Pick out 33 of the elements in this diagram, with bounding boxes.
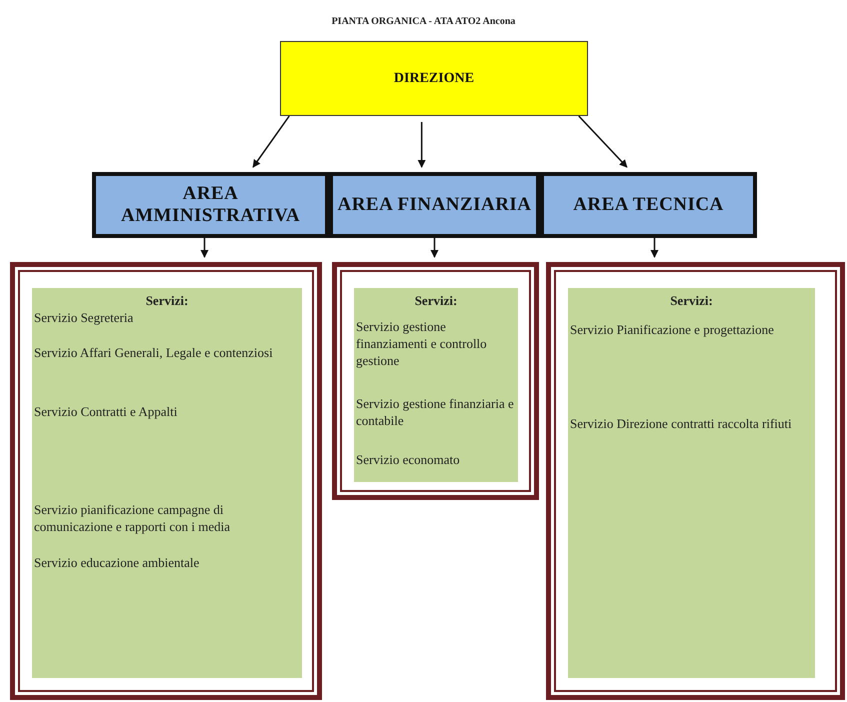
service-text: Servizio pianificazione campagne di comunicazione e rapporti con i media <box>34 501 232 535</box>
service-text: Servizio gestione finanziamenti e controllo gestione <box>356 318 488 369</box>
arrow <box>252 116 290 168</box>
service-text: Servizio Segreteria <box>34 309 134 326</box>
panel-heading: Servizi: <box>144 292 190 309</box>
area-box <box>92 172 329 238</box>
panel-heading: Servizi: <box>414 292 458 309</box>
service-text: Servizio Contratti e Appalti <box>34 403 178 420</box>
service-text: Servizio gestione finanziaria e contabile <box>356 395 515 429</box>
arrow <box>430 238 438 258</box>
service-text: Servizio Affari Generali, Legale e contenziosi <box>34 344 274 361</box>
arrow <box>200 238 208 258</box>
chart-title: PIANTA ORGANICA - ATA ATO2 Ancona <box>330 15 516 29</box>
arrow <box>650 238 658 258</box>
service-text: Servizio Pianificazione e progettazione <box>570 321 775 338</box>
area-label: AREA FINANZIARIA <box>338 194 532 216</box>
service-text: Servizio Direzione contratti raccolta rifiuti <box>570 415 793 432</box>
services-panel <box>32 288 302 678</box>
area-label: AREA TECNICA <box>573 194 724 216</box>
panel-heading: Servizi: <box>669 292 714 309</box>
services-panel <box>354 288 518 482</box>
arrow <box>578 115 628 168</box>
direction-box <box>280 41 588 116</box>
double-border-frame <box>10 262 322 700</box>
double-border-frame <box>332 262 539 500</box>
arrow <box>418 122 426 168</box>
service-text: Servizio economato <box>356 451 461 468</box>
direction-label: DIREZIONE <box>394 70 474 88</box>
service-text: Servizio educazione ambientale <box>34 554 200 571</box>
services-panel <box>568 288 815 678</box>
double-border-frame <box>546 262 845 700</box>
area-label: AREA AMMINISTRATIVA <box>120 183 302 227</box>
area-box <box>540 172 757 238</box>
